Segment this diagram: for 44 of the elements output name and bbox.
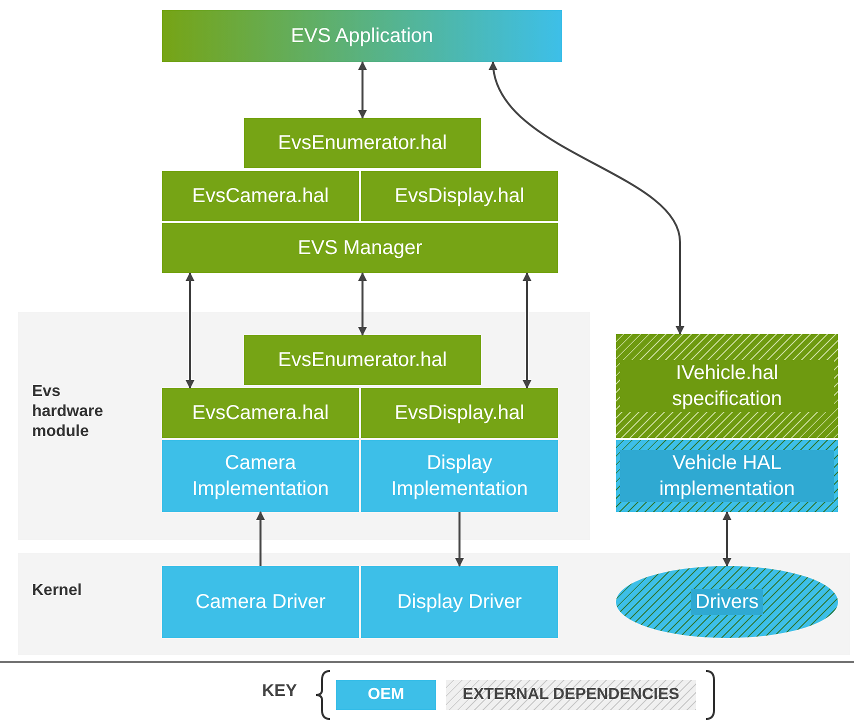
component-box: [361, 388, 558, 438]
legend-text: EXTERNAL DEPENDENCIES: [462, 686, 680, 704]
layer-band: [18, 553, 850, 655]
box-label: EvsEnumerator.hal: [278, 131, 447, 156]
hatched-box: [616, 334, 838, 438]
box-label: EvsCamera.hal: [192, 184, 329, 209]
implementation-box: [162, 566, 359, 638]
box-label: Display Driver: [397, 590, 522, 615]
component-box: [244, 335, 481, 385]
legend-text: OEM: [368, 686, 404, 704]
box-label: EvsEnumerator.hal: [278, 348, 447, 373]
component-box: [244, 118, 481, 168]
component-box: [361, 171, 558, 221]
box-label: EvsDisplay.hal: [394, 401, 524, 426]
component-box: [162, 171, 359, 221]
double-arrow: [358, 272, 367, 336]
key-label: KEY: [262, 681, 297, 701]
double-arrow: [186, 272, 194, 389]
box-label: Drivers: [691, 589, 763, 615]
arrow: [256, 511, 265, 566]
box-label: EvsDisplay.hal: [394, 184, 524, 209]
application-box: [162, 10, 562, 62]
component-box: [162, 223, 558, 273]
layer-band: [18, 312, 590, 540]
box-label: EVS Application: [290, 24, 434, 49]
arrow: [455, 512, 464, 567]
box-label: Vehicle HAL implementation: [620, 450, 834, 502]
box-label: Display Implementation: [390, 451, 529, 502]
box-label: Camera Driver: [195, 590, 326, 615]
box-label: IVehicle.hal specification: [620, 360, 834, 412]
layer-label: Evs hardware module: [32, 382, 104, 442]
box-label: EvsCamera.hal: [192, 401, 329, 426]
implementation-box: [162, 440, 359, 512]
component-box: [162, 388, 359, 438]
double-arrow: [490, 61, 684, 335]
implementation-box: [361, 566, 558, 638]
double-arrow: [358, 61, 367, 119]
layer-label: Kernel: [32, 581, 83, 601]
hatched-box: [616, 440, 838, 512]
implementation-box: [361, 440, 558, 512]
box-label: Camera Implementation: [191, 451, 330, 502]
double-arrow: [522, 272, 532, 389]
box-label: EVS Manager: [298, 236, 422, 261]
double-arrow: [722, 511, 732, 567]
